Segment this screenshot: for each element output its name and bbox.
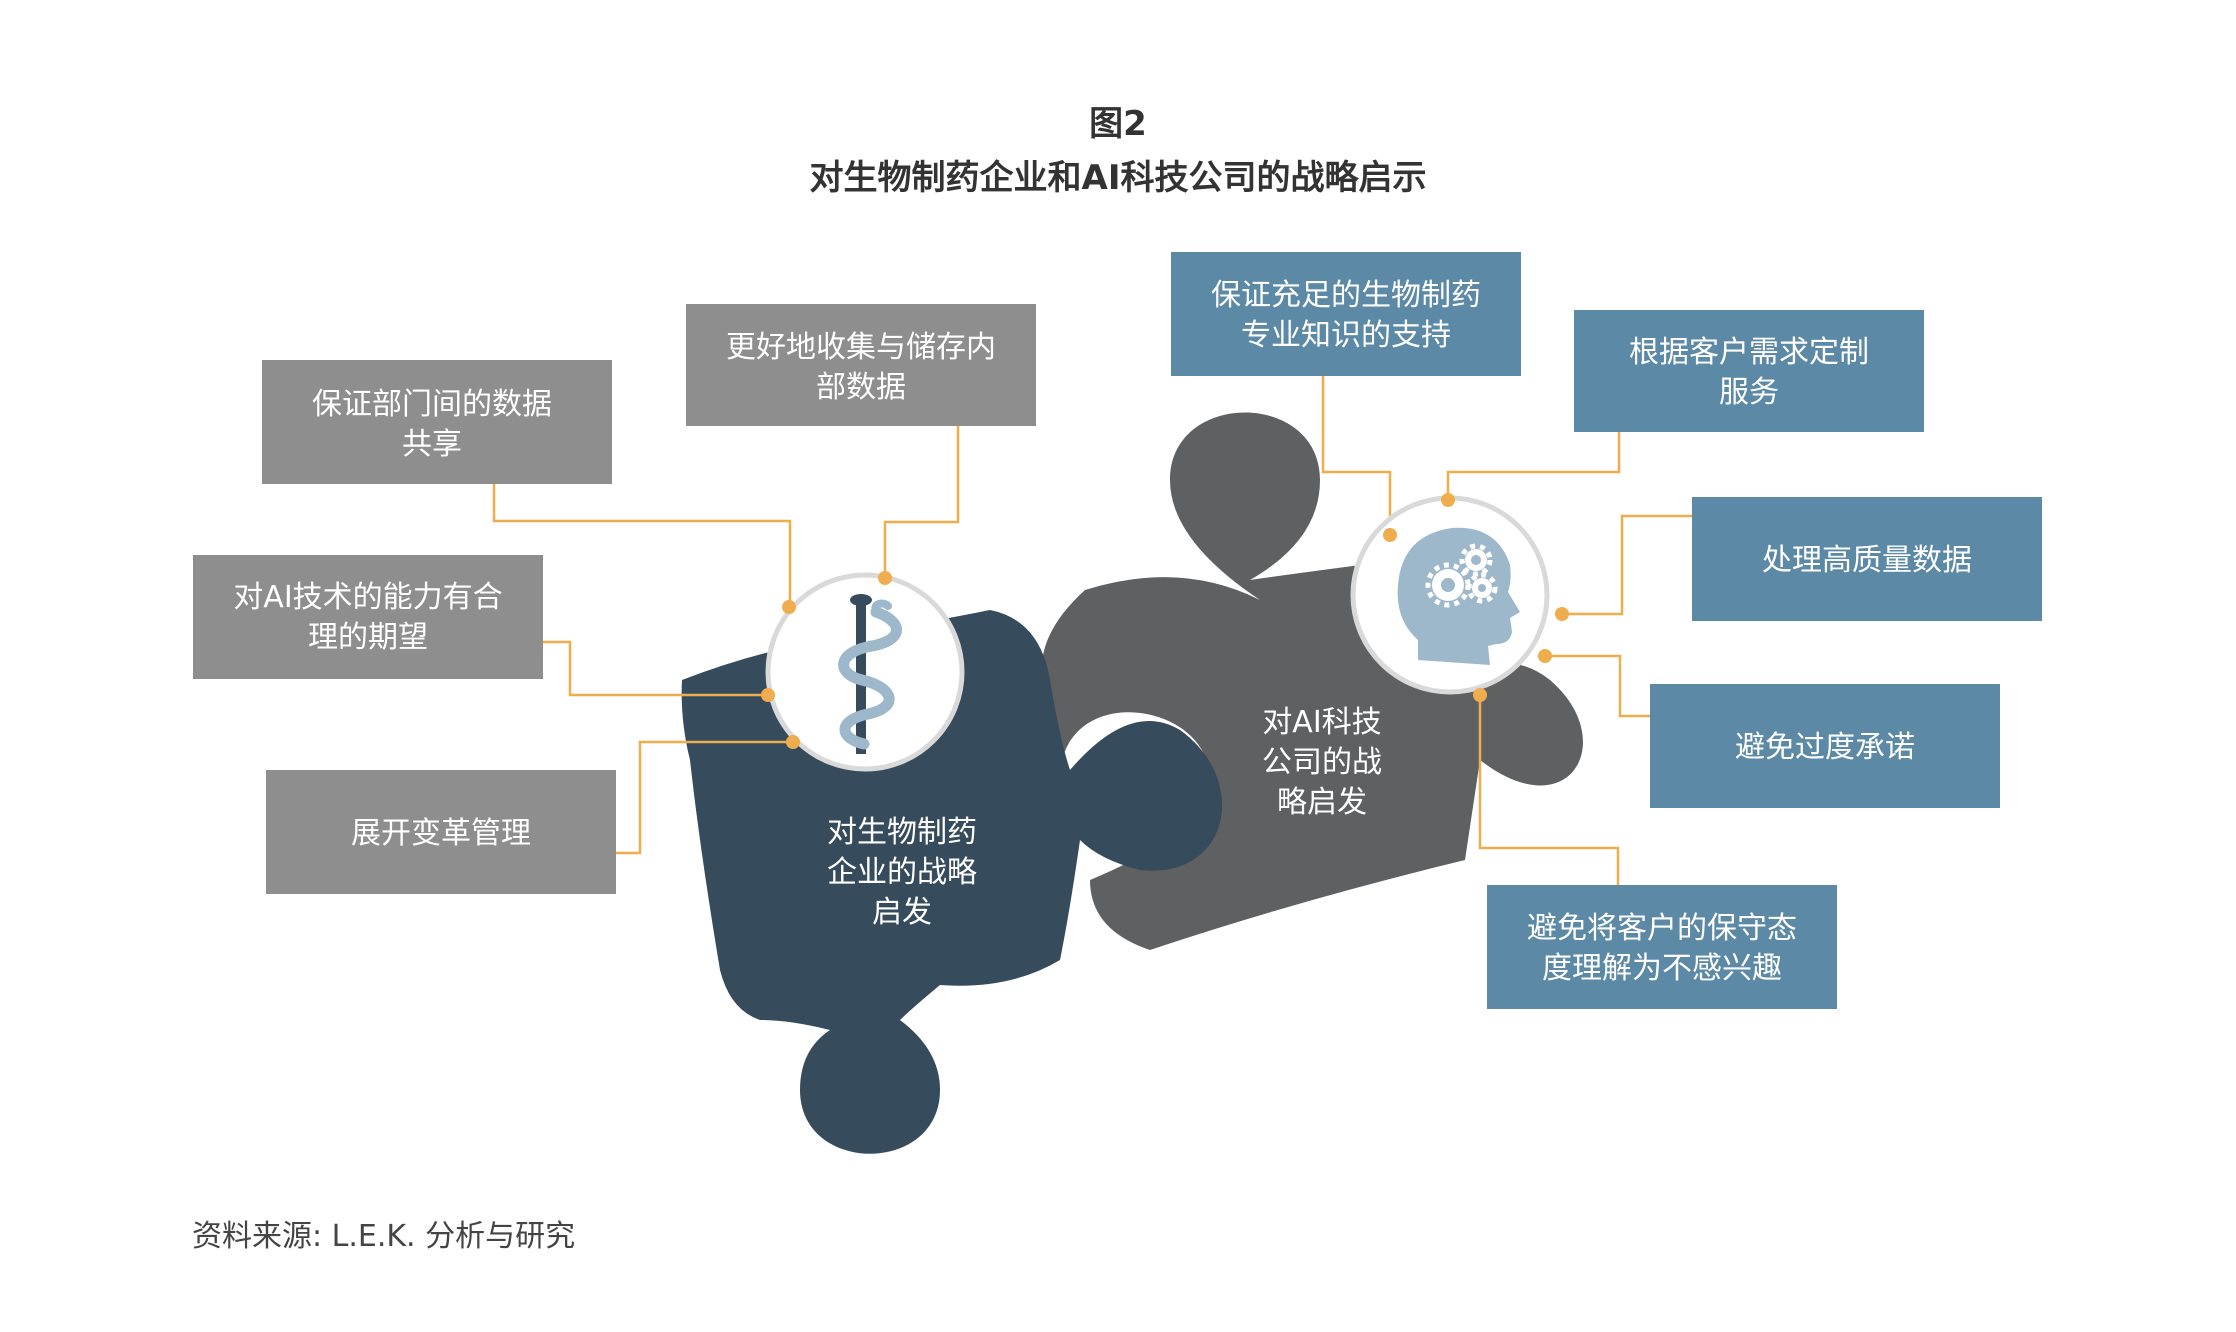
box-text: 保证部门间的数据 <box>312 387 552 422</box>
box-avoid-overpromising: 避免过度承诺 <box>1650 684 2000 808</box>
box-biopharma-expertise: 保证充足的生物制药 专业知识的支持 <box>1171 252 1521 376</box>
box-text: 根据客户需求定制 <box>1629 335 1869 370</box>
box-text: 避免过度承诺 <box>1735 730 1915 765</box>
box-text: 理的期望 <box>308 620 428 655</box>
box-change-management: 展开变革管理 <box>266 770 616 894</box>
box-collect-store-data: 更好地收集与储存内 部数据 <box>686 304 1036 426</box>
box-reasonable-ai-expectations: 对AI技术的能力有合 理的期望 <box>193 555 543 679</box>
box-text: 部数据 <box>816 370 906 405</box>
box-text: 保证充足的生物制药 <box>1211 278 1481 313</box>
ai-company-center-label: 对AI科技 公司的战 略启发 <box>1262 705 1382 820</box>
ai-company-puzzle-piece <box>1041 412 1583 950</box>
box-text: 展开变革管理 <box>351 816 531 851</box>
box-text: 专业知识的支持 <box>1241 318 1451 353</box>
brain-gears-icon <box>1350 495 1550 695</box>
caduceus-icon <box>765 572 965 772</box>
box-conservative-not-disinterest: 避免将客户的保守态 度理解为不感兴趣 <box>1487 885 1837 1009</box>
box-text: 对AI技术的能力有合 <box>233 580 502 615</box>
figure-number: 图2 <box>1089 104 1147 144</box>
box-high-quality-data: 处理高质量数据 <box>1692 497 2042 621</box>
box-text: 度理解为不感兴趣 <box>1542 951 1782 986</box>
source-note: 资料来源: L.E.K. 分析与研究 <box>192 1219 575 1254</box>
ai-center-line: 对AI科技 <box>1262 705 1381 740</box>
figure-title: 对生物制药企业和AI科技公司的战略启示 <box>810 158 1427 198</box>
biopharma-center-line: 对生物制药 <box>827 815 977 850</box>
box-text: 服务 <box>1719 375 1779 410</box>
box-text: 共享 <box>402 427 462 462</box>
biopharma-center-line: 企业的战略 <box>827 855 977 890</box>
ai-center-line: 略启发 <box>1277 785 1367 820</box>
box-customized-service: 根据客户需求定制 服务 <box>1574 310 1924 432</box>
box-interdept-data-sharing: 保证部门间的数据 共享 <box>262 360 612 484</box>
right-connectors <box>1321 375 1696 885</box>
ai-center-line: 公司的战 <box>1262 745 1382 780</box>
box-text: 避免将客户的保守态 <box>1527 911 1797 946</box>
box-text: 更好地收集与储存内 <box>726 330 996 365</box>
left-connectors <box>492 426 960 855</box>
connector-dots <box>761 493 1569 749</box>
biopharma-center-label: 对生物制药 企业的战略 启发 <box>827 815 977 930</box>
box-text: 处理高质量数据 <box>1762 543 1972 578</box>
biopharma-center-line: 启发 <box>872 895 932 930</box>
